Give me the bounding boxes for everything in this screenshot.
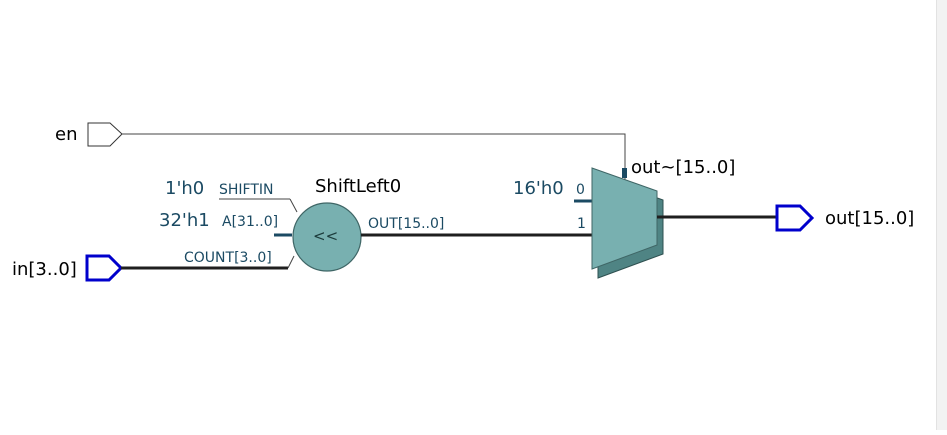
viewer-scroll-edge[interactable] — [936, 0, 947, 430]
en-pin-label: en — [55, 124, 77, 145]
mux-block[interactable] — [591, 167, 658, 270]
en-input-pin[interactable] — [87, 122, 123, 147]
shifter-name-label: ShiftLeft0 — [315, 176, 401, 197]
shiftin-port-label: SHIFTIN — [219, 182, 274, 198]
shiftin-wire-bend — [289, 198, 298, 213]
mux-name-label: out~[15..0] — [631, 157, 735, 178]
count-port-label: COUNT[3..0] — [184, 250, 272, 266]
a-const-label: 32'h1 — [159, 210, 210, 231]
out-output-pin[interactable] — [775, 204, 815, 232]
count-wire-bend — [287, 255, 295, 269]
a-port-label: A[31..0] — [222, 214, 278, 230]
out-pin-label: out[15..0] — [825, 208, 914, 229]
mux-sel1-label: 1 — [577, 216, 586, 232]
shift-op-label: << — [313, 227, 338, 245]
en-wire — [122, 133, 626, 180]
shift-left-block[interactable] — [292, 202, 362, 272]
in-pin-label: in[3..0] — [12, 259, 77, 280]
in-input-pin[interactable] — [85, 254, 124, 282]
mux-sel0-label: 0 — [576, 182, 585, 198]
out-port-label: OUT[15..0] — [368, 216, 444, 232]
shiftin-const-label: 1'h0 — [165, 178, 204, 199]
mux-select-stub — [622, 168, 627, 178]
mux-const-label: 16'h0 — [513, 178, 564, 199]
